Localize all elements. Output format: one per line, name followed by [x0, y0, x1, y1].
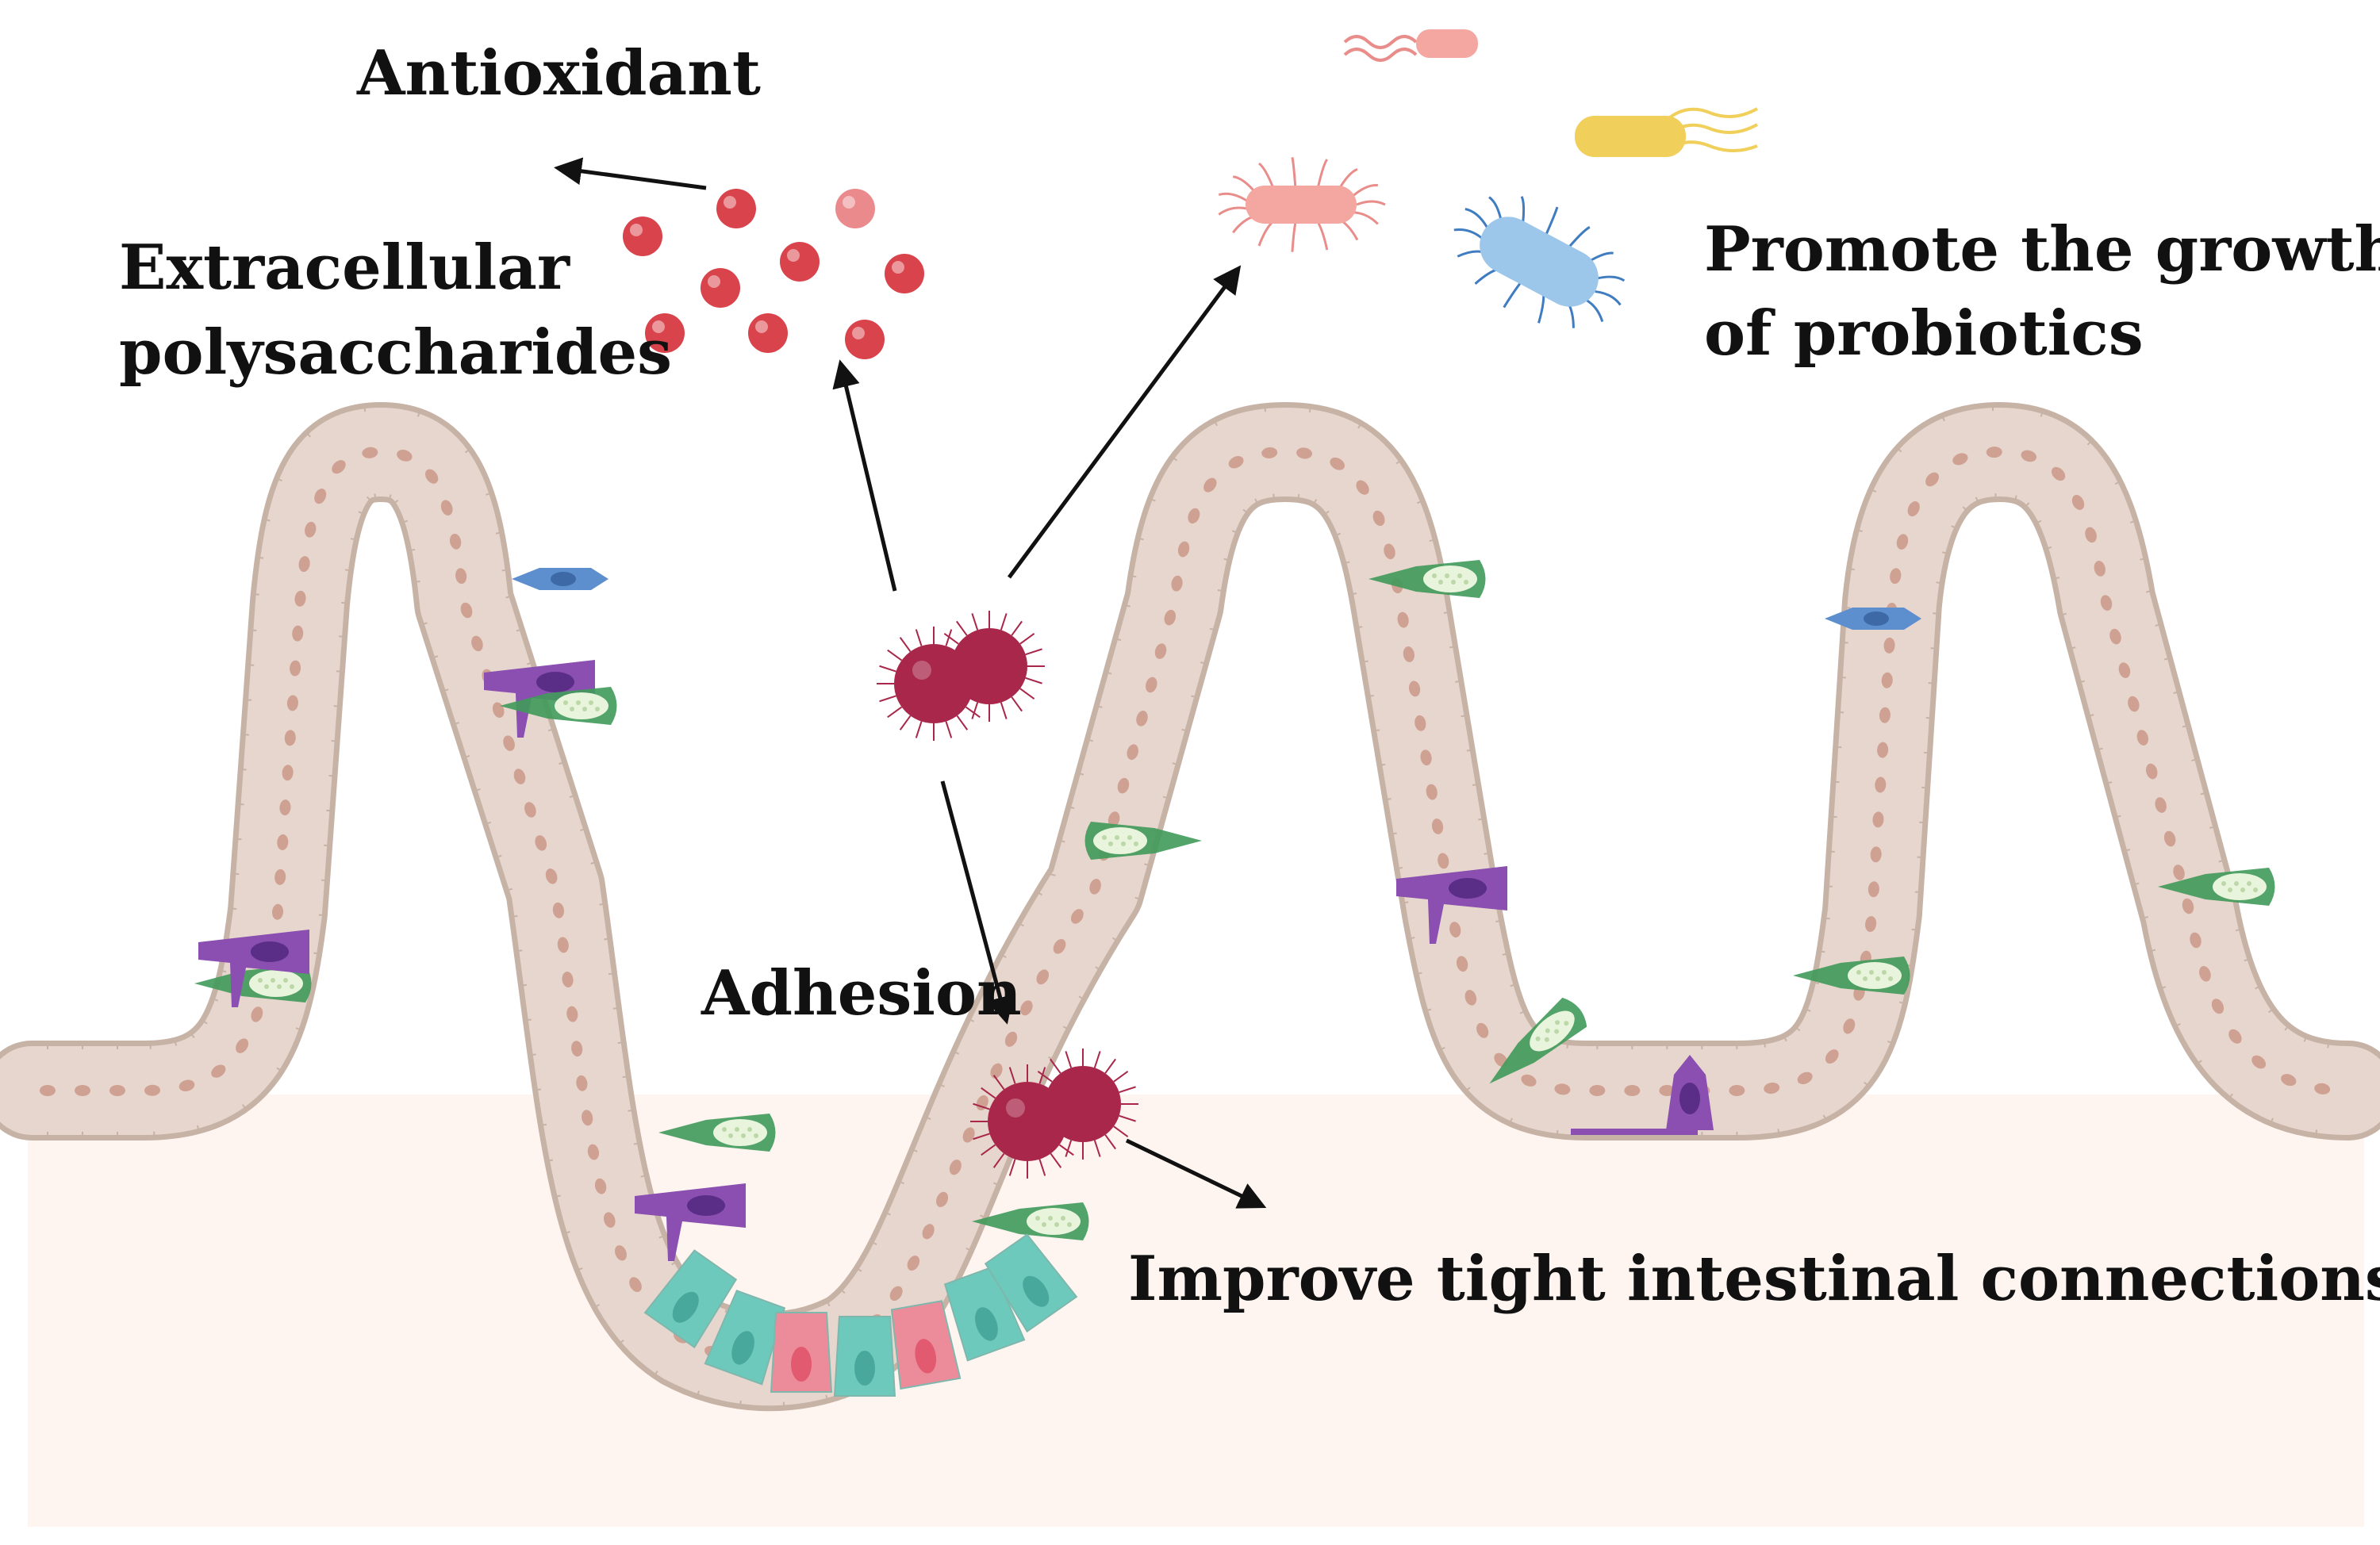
goblet-cell-icon	[1489, 997, 1587, 1084]
probiotic-rod-icon	[1343, 29, 1478, 62]
arrow-to-probiotics	[1007, 265, 1242, 579]
tuft-cell-icon	[635, 1183, 746, 1261]
probiotics-label-line1: Promote the growth	[1704, 213, 2380, 286]
arrow-to-adhesion	[940, 780, 1014, 1025]
probiotics-label-line2: of probiotics	[1704, 297, 2144, 370]
enteroendocrine-cell-icon	[1825, 608, 1921, 630]
tuft-cell-icon	[1571, 1055, 1714, 1135]
tuft-cell-icon	[198, 930, 309, 1007]
probiotic-rod-icon	[1218, 157, 1386, 252]
goblet-cell-icon	[658, 1114, 776, 1152]
probiotic-rod-icon	[1575, 107, 1758, 157]
goblet-cell-icon	[1368, 560, 1486, 598]
adhesion-label: Adhesion	[701, 957, 1022, 1029]
goblet-cell-icon	[2158, 868, 2275, 906]
goblet-cell-icon	[972, 1202, 1089, 1240]
specialized-cells	[194, 560, 2275, 1261]
lactic-acid-bacterium-icon	[970, 1049, 1138, 1179]
tuft-cell-icon	[1396, 866, 1507, 944]
arrow-to-tight-junctions	[1125, 1138, 1267, 1209]
lactic-acid-bacterium-icon	[877, 611, 1045, 741]
probiotic-rod-icon	[1453, 196, 1626, 328]
arrow-to-antioxidant	[554, 157, 707, 190]
goblet-cell-icon	[500, 687, 617, 725]
tissue-background	[28, 1095, 2364, 1527]
antioxidant-label: Antioxidant	[357, 37, 761, 109]
crypt-base-cells	[643, 1233, 1078, 1397]
eps-label-line1: Extracellular	[119, 232, 570, 304]
goblet-cell-icon	[1084, 822, 1202, 860]
goblet-cell-icon	[194, 964, 312, 1003]
tight-junctions-label: Improve tight intestinal connections	[1128, 1243, 2380, 1315]
eps-label-line2: polysaccharides	[119, 316, 673, 389]
arrow-to-polysaccharides	[832, 359, 897, 592]
goblet-cell-icon	[1793, 957, 1910, 995]
polysaccharide-beads	[623, 189, 924, 359]
enteroendocrine-cell-icon	[512, 568, 608, 590]
